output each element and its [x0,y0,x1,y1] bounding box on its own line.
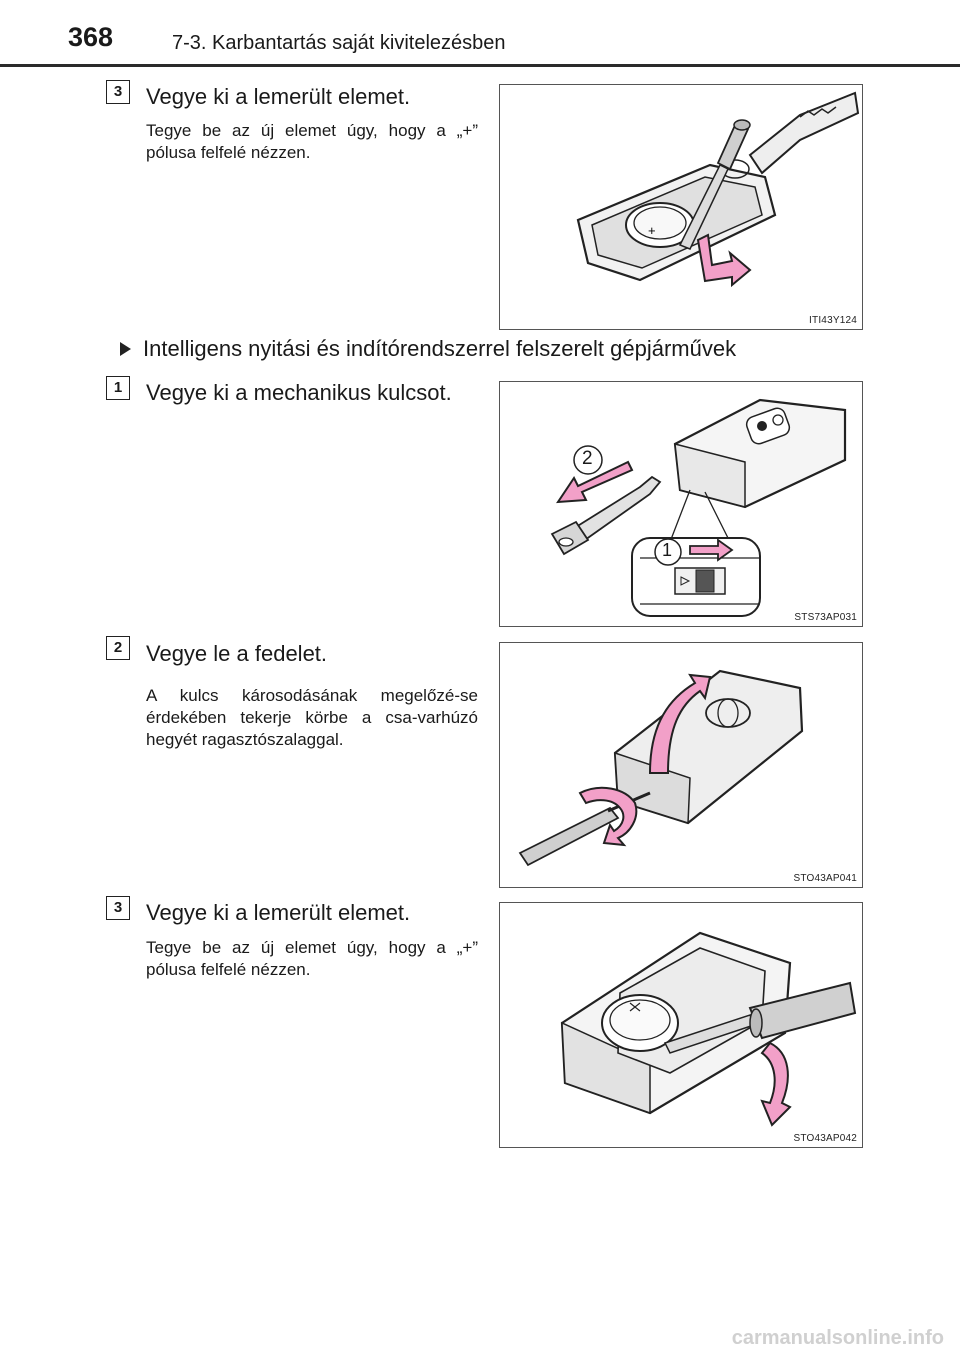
figure-code: ITI43Y124 [809,315,857,326]
step-number-badge: 3 [106,80,130,104]
callout-2: 2 [582,448,593,469]
watermark: carmanualsonline.info [731,1327,944,1349]
triangle-bullet-icon [120,342,131,356]
figure-key-battery-removal: + ITI43Y124 [499,84,863,330]
step-number-badge: 2 [106,636,130,660]
step-description: Tegye be az új elemet úgy, hogy a „+” pó… [146,121,478,162]
step-description: Tegye be az új elemet úgy, hogy a „+” pó… [146,938,478,979]
subheading-text: Intelligens nyitási és indítórendszerrel… [143,336,737,361]
figure-mechanical-key-removal: 2 1 STS73AP031 [499,381,863,627]
step-number-badge: 1 [106,376,130,400]
step-number-badge: 3 [106,896,130,920]
figure-smart-key-battery-removal: STO43AP042 [499,902,863,1148]
cover-removal-illustration [518,669,804,867]
figure-code: STO43AP042 [793,1133,857,1144]
smart-entry-subheading: Intelligens nyitási és indítórendszerrel… [120,336,736,362]
callout-1: 1 [662,540,673,560]
section-title: 7-3. Karbantartás saját kivitelezésben [172,32,506,54]
page-number: 368 [68,22,114,52]
key-battery-illustration: + [576,91,860,288]
mechanical-key-illustration [550,398,847,617]
figure-cover-removal: STO43AP041 [499,642,863,888]
smart-key-battery-illustration [560,931,857,1127]
svg-text:+: + [648,223,656,238]
step-title: Vegye le a fedelet. [146,641,328,666]
step-title: Vegye ki a lemerült elemet. [146,900,411,925]
step-description: A kulcs károsodásának megelőzé-se érdeké… [146,686,478,749]
header-rule [0,64,960,67]
figure-code: STS73AP031 [794,612,857,623]
step-title: Vegye ki a mechanikus kulcsot. [146,380,452,405]
figure-code: STO43AP041 [793,873,857,884]
step-title: Vegye ki a lemerült elemet. [146,84,411,109]
